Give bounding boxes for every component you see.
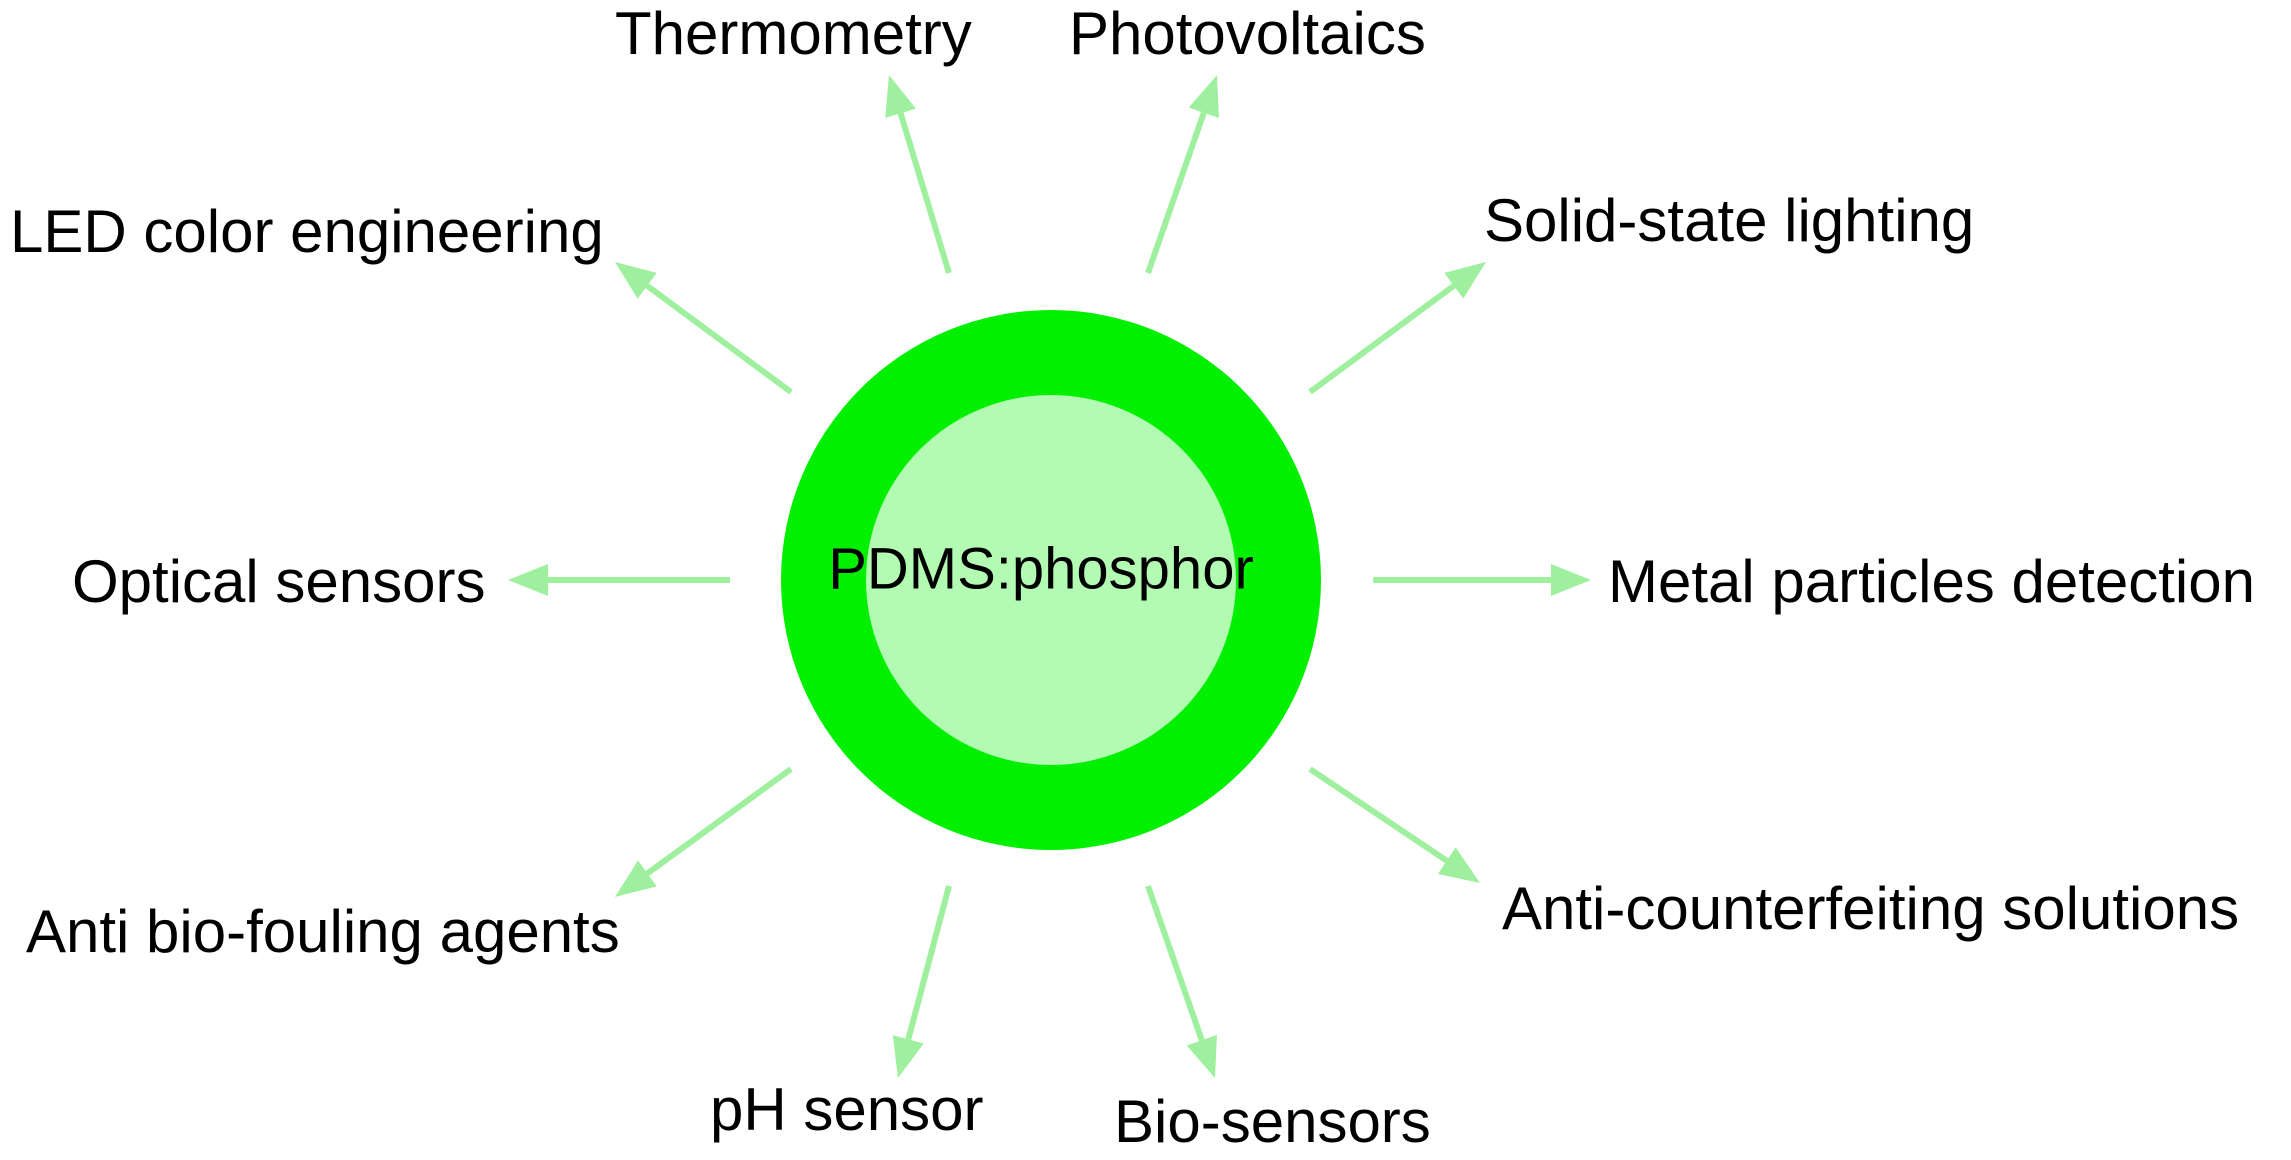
arrow-shaft bbox=[645, 283, 793, 395]
arrow-head bbox=[1437, 847, 1480, 883]
arrow-thermometry bbox=[885, 75, 952, 274]
inner-circle bbox=[866, 395, 1236, 765]
arrow-head bbox=[892, 1035, 924, 1078]
arrow-shaft bbox=[897, 112, 952, 274]
arrows-group bbox=[508, 75, 1591, 1078]
arrow-head bbox=[1188, 75, 1219, 119]
arrow-solid-state-lighting bbox=[1308, 262, 1486, 395]
label-optical-sensors: Optical sensors bbox=[72, 548, 486, 615]
arrow-head bbox=[1444, 262, 1486, 299]
center-node: PDMS:phosphor bbox=[781, 310, 1321, 850]
label-thermometry: Thermometry bbox=[615, 0, 972, 67]
center-label: PDMS:phosphor bbox=[828, 536, 1254, 601]
arrow-shaft bbox=[1145, 885, 1205, 1042]
arrow-shaft bbox=[1308, 283, 1456, 395]
arrow-metal-particles-detection bbox=[1373, 564, 1591, 596]
arrow-head bbox=[615, 262, 657, 299]
arrow-head bbox=[1186, 1034, 1217, 1078]
arrow-ph-sensor bbox=[892, 885, 952, 1078]
arrow-shaft bbox=[1308, 766, 1449, 864]
arrow-anti-counterfeiting-solutions bbox=[1308, 766, 1480, 883]
label-ph-sensor: pH sensor bbox=[710, 1076, 983, 1143]
arrow-head bbox=[508, 564, 548, 596]
label-bio-sensors: Bio-sensors bbox=[1114, 1088, 1431, 1155]
label-led-color-engineering: LED color engineering bbox=[10, 198, 604, 265]
arrow-shaft bbox=[645, 766, 793, 876]
arrow-photovoltaics bbox=[1145, 75, 1219, 274]
arrow-bio-sensors bbox=[1145, 885, 1217, 1078]
label-metal-particles-detection: Metal particles detection bbox=[1608, 548, 2255, 615]
arrow-shaft bbox=[1145, 111, 1207, 274]
label-solid-state-lighting: Solid-state lighting bbox=[1484, 187, 1974, 254]
arrow-led-color-engineering bbox=[615, 262, 793, 395]
arrow-head bbox=[615, 860, 657, 897]
arrow-head bbox=[1551, 564, 1591, 596]
arrow-optical-sensors bbox=[508, 564, 730, 596]
label-anti-counterfeiting-solutions: Anti-counterfeiting solutions bbox=[1502, 875, 2239, 942]
label-photovoltaics: Photovoltaics bbox=[1069, 0, 1426, 67]
arrow-shaft bbox=[905, 885, 952, 1041]
arrow-head bbox=[885, 75, 916, 118]
arrow-anti-bio-fouling-agents bbox=[615, 766, 793, 897]
label-anti-bio-fouling-agents: Anti bio-fouling agents bbox=[26, 898, 620, 965]
